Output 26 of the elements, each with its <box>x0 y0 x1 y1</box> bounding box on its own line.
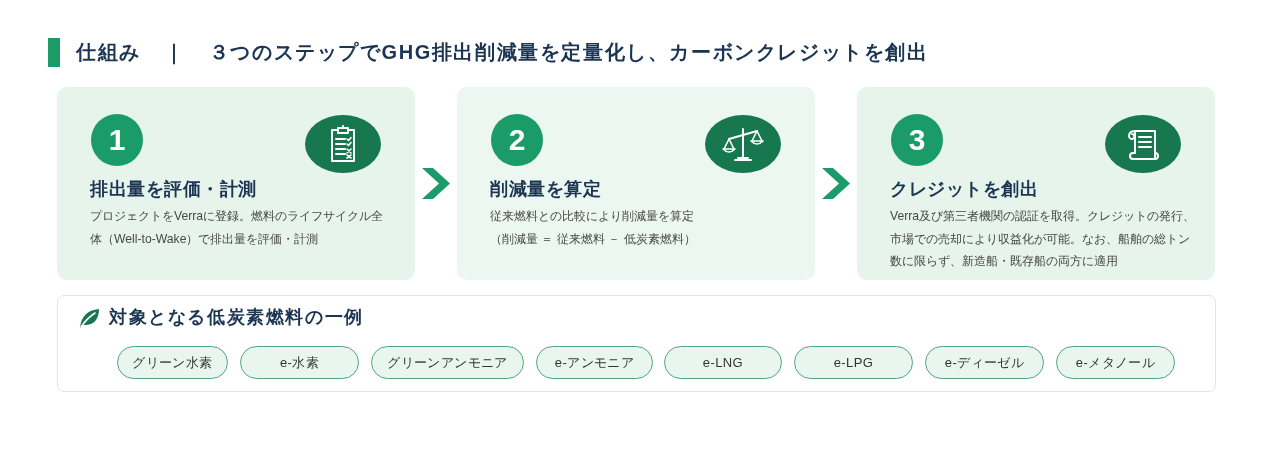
card-text: （削減量 ＝ 従来燃料 － 低炭素燃料） <box>490 230 697 248</box>
fuel-panel <box>57 295 1216 392</box>
fuel-tag: e-LPG <box>794 346 913 379</box>
step-number: 1 <box>91 114 143 166</box>
fuel-tag: e-LNG <box>664 346 782 379</box>
card-text: プロジェクトをVerraに登録。燃料のライフサイクル全体（Well-to-Wake）で排出量を評価・計測 <box>90 208 385 248</box>
fuel-tag: e-メタノール <box>1056 346 1175 379</box>
step-number: 2 <box>491 114 543 166</box>
step-card <box>857 87 1215 280</box>
fuel-tag: e-水素 <box>240 346 359 379</box>
chevron-arrow <box>822 168 850 199</box>
fuel-tag: e-ディーゼル <box>925 346 1044 379</box>
panel-heading: 対象となる低炭素燃料の一例 <box>109 306 364 329</box>
fuel-tag: グリーンアンモニア <box>371 346 524 379</box>
card-heading: 排出量を評価・計測 <box>90 178 258 201</box>
step-card <box>57 87 415 280</box>
card-text: Verra及び第三者機関の認証を取得。クレジットの発行、市場での売却により収益化が可能。なお、船舶の総トン数に限らず、新造船・既存船の両方に適用 <box>890 208 1197 270</box>
step-number: 3 <box>891 114 943 166</box>
fuel-tag: グリーン水素 <box>117 346 228 379</box>
page-title: 仕組み ｜ ３つのステップでGHG排出削減量を定量化し、カーボンクレジットを創出 <box>76 40 929 67</box>
card-heading: クレジットを創出 <box>890 178 1039 201</box>
card-text: 従来燃料との比較により削減量を算定 <box>490 208 695 225</box>
card-heading: 削減量を算定 <box>490 178 602 201</box>
chevron-arrow <box>422 168 450 199</box>
fuel-tag: e-アンモニア <box>536 346 653 379</box>
step-card <box>457 87 815 280</box>
